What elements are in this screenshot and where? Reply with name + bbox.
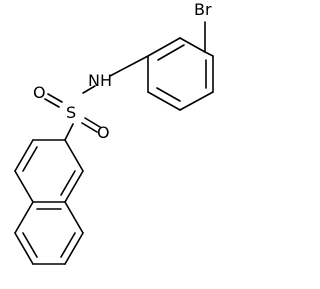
bond <box>156 87 181 102</box>
bond <box>64 201 84 234</box>
bond <box>14 139 34 172</box>
atom-label-oxygen-2: O <box>97 123 110 142</box>
bond <box>14 170 34 203</box>
bond-sulfur-oxygen-2 <box>84 117 101 128</box>
bond <box>60 232 76 258</box>
bond <box>204 51 214 57</box>
bond <box>14 201 34 234</box>
bond <box>60 170 76 196</box>
atom-label-bromine: Br <box>194 0 212 19</box>
bond-sulfur-naphthyl <box>64 123 74 141</box>
atom-label-sulfur: S <box>66 103 76 122</box>
bond-nitrogen-sulfur <box>82 85 96 94</box>
bond <box>64 139 84 172</box>
bond-sulfur-oxygen-1 <box>44 98 60 108</box>
bond <box>147 91 181 111</box>
bond <box>14 232 34 265</box>
bond <box>157 44 185 61</box>
bond <box>179 91 214 111</box>
bond <box>64 170 84 203</box>
bond-ring-nitrogen <box>109 55 149 77</box>
atom-label-amine: NH <box>88 71 112 90</box>
naphthalene-rings <box>14 139 84 265</box>
bromophenyl-ring <box>147 37 214 111</box>
bond <box>22 232 38 258</box>
bond <box>22 146 38 172</box>
bond-sulfur-oxygen-1 <box>47 93 63 103</box>
atom-label-oxygen-1: O <box>33 83 46 102</box>
bond <box>64 232 84 265</box>
bond <box>179 37 206 53</box>
bond <box>147 37 181 57</box>
chemical-structure-diagram: Br NH S O O <box>14 0 214 265</box>
bond-sulfur-oxygen-2 <box>81 122 98 133</box>
